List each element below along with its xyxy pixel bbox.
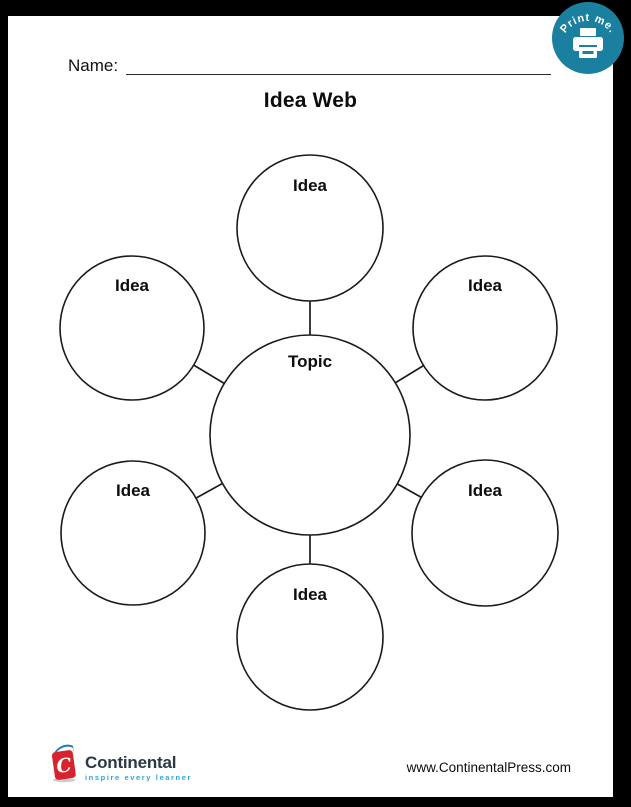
idea-label-upper-left: Idea bbox=[115, 276, 150, 295]
book-logo-icon: C bbox=[51, 744, 76, 783]
idea-label-lower-left: Idea bbox=[116, 481, 151, 500]
continental-logo: C Continental inspire every learner bbox=[50, 742, 192, 784]
printer-icon bbox=[573, 28, 603, 58]
svg-text:C: C bbox=[55, 754, 73, 778]
brand-name: Continental bbox=[85, 753, 177, 772]
idea-circle-upper-right[interactable] bbox=[412, 255, 558, 401]
idea-label-top: Idea bbox=[293, 176, 328, 195]
name-input-line[interactable] bbox=[126, 57, 551, 75]
idea-circle-lower-left[interactable] bbox=[60, 460, 206, 606]
name-label: Name: bbox=[68, 56, 119, 75]
idea-circle-top[interactable] bbox=[236, 154, 384, 302]
name-row: Name: bbox=[68, 57, 551, 75]
website-link[interactable]: www.ContinentalPress.com bbox=[406, 760, 571, 775]
idea-circle-lower-right[interactable] bbox=[411, 459, 559, 607]
print-me-badge[interactable]: Print me. bbox=[551, 1, 625, 75]
idea-label-lower-right: Idea bbox=[468, 481, 503, 500]
idea-label-upper-right: Idea bbox=[468, 276, 503, 295]
idea-label-bottom: Idea bbox=[293, 585, 328, 604]
page-title: Idea Web bbox=[263, 89, 358, 112]
logo-text: Continental inspire every learner bbox=[85, 742, 192, 782]
topic-circle[interactable] bbox=[209, 334, 411, 536]
idea-circle-upper-left[interactable] bbox=[59, 255, 205, 401]
topic-label: Topic bbox=[288, 352, 332, 371]
brand-tagline: inspire every learner bbox=[85, 772, 192, 782]
idea-circle-bottom[interactable] bbox=[236, 563, 384, 711]
